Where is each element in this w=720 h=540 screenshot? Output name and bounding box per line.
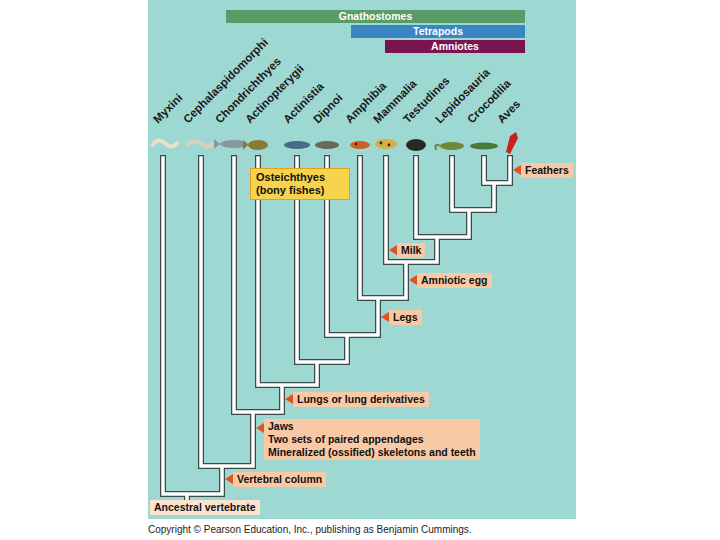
node-text: Lungs or lung derivatives — [297, 393, 425, 406]
node-text: Tetrapods — [351, 25, 525, 38]
character-box: Lungs or lung derivatives — [293, 392, 429, 407]
panel-ground — [148, 0, 576, 519]
node-text: Feathers — [525, 164, 569, 177]
character-box: Legs — [389, 310, 422, 325]
character-box: Amniotic egg — [417, 273, 492, 288]
node-text: Ancestral vertebrate — [154, 501, 256, 514]
character-box: Vertebral column — [233, 472, 326, 487]
node-text: Amniotic egg — [421, 274, 488, 287]
node-text: Amniotes — [385, 40, 525, 53]
animal-icons — [152, 132, 518, 154]
character-box: JawsTwo sets of paired appendagesMineral… — [264, 419, 480, 460]
clade-bar: Tetrapods — [351, 25, 525, 38]
node-text: Jaws — [268, 420, 476, 433]
node-subtext: Two sets of paired appendages — [268, 433, 476, 446]
copyright-note: Copyright © Pearson Education, Inc., pub… — [148, 524, 472, 536]
clade-bar: Gnathostomes — [226, 10, 525, 23]
node-text: Milk — [401, 244, 421, 257]
node-text: Vertebral column — [237, 473, 322, 486]
character-box: Feathers — [521, 163, 573, 178]
root-box: Ancestral vertebrate — [150, 500, 260, 515]
character-arrowheads — [225, 165, 521, 484]
character-box: Milk — [397, 243, 425, 258]
clade-bar: Amniotes — [385, 40, 525, 53]
node-text: Legs — [393, 311, 418, 324]
node-subtext: Mineralized (ossified) skeletons and tee… — [268, 446, 476, 459]
node-text: Osteichthyes (bony fishes) — [256, 171, 344, 197]
tree-outline — [163, 158, 510, 500]
tree-branches — [163, 158, 510, 500]
group-box: Osteichthyes (bony fishes) — [250, 168, 350, 200]
node-text: Gnathostomes — [226, 10, 525, 23]
